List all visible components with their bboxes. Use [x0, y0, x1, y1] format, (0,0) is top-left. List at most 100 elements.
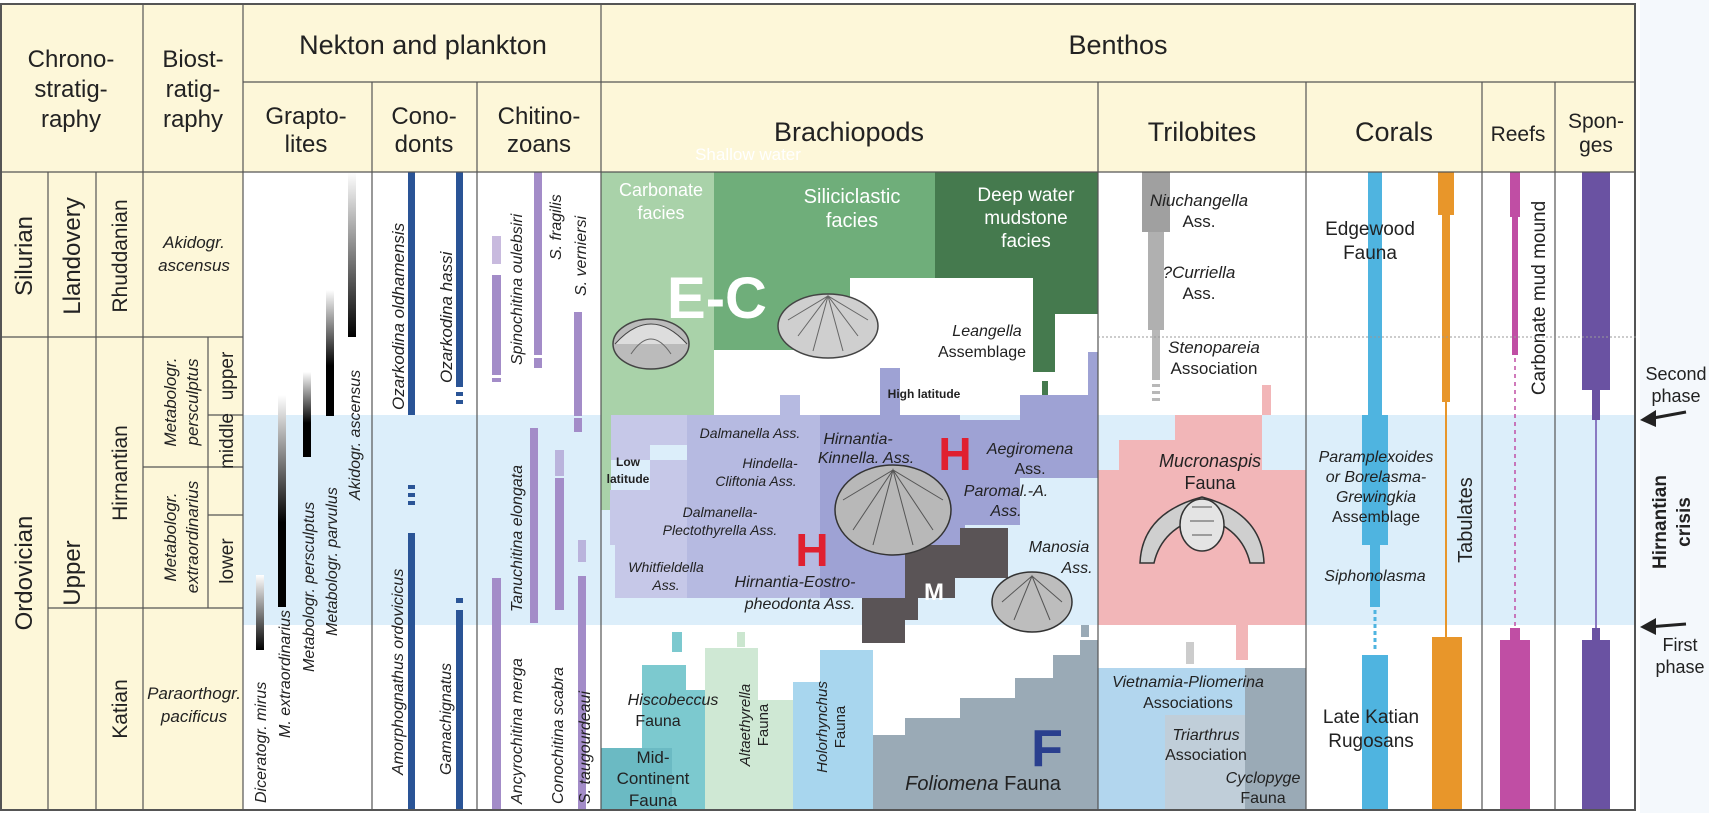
conodont-ranges [408, 172, 463, 810]
reef-upper-bar [1512, 217, 1518, 355]
ec-brachiopod-fossil [612, 318, 690, 370]
amorphognathus-dash-1 [408, 485, 415, 489]
tabulates-top-bar [1438, 172, 1454, 215]
tabulates-upper-bar [1442, 215, 1450, 402]
triarthrus-area [1165, 715, 1255, 810]
carbonate-mud-mound-label: Carbonate mud mound [1529, 201, 1550, 395]
chitinozoan-labels: Spinochitina oulebsiri S. fragilis S. ve… [509, 194, 594, 805]
spinochitina-oulebsiri-dashes [492, 236, 501, 264]
system-ordovician: Ordovician [11, 516, 38, 631]
stenopareia-bar [1152, 330, 1160, 380]
amorphognathus-dash-2 [408, 493, 415, 497]
niuchangella-bar [1142, 172, 1170, 232]
manosia-fossil [991, 571, 1073, 633]
reef-lower-bar [1500, 640, 1530, 810]
vietnamia-dash [1186, 642, 1194, 664]
reef-top-bar [1510, 172, 1520, 217]
s-fragilis-dash [534, 358, 542, 368]
metabologr-persculptus-range [303, 372, 311, 457]
deep-dash-1 [1042, 381, 1048, 395]
altaethyrella-label: AltaethyrellaFauna [737, 684, 772, 768]
stage-rhuddanian: Rhuddanian [109, 199, 132, 312]
f-label: F [1031, 720, 1063, 778]
stenopareia-dash-1 [1152, 384, 1160, 387]
m-label: M [924, 579, 944, 606]
holorhynchus-label: HolorhynchusFauna [814, 681, 849, 773]
zone-persculptus: Metabologr.persculptus [161, 357, 202, 446]
dalmanella-label: Dalmanella Ass. [700, 425, 801, 441]
hiscobeccus-dash [672, 632, 682, 652]
s-taugourdeaui-range [578, 576, 586, 810]
s-taugourdeaui-dashes [578, 540, 586, 562]
s-taugourdeaui-label: S. taugourdeaui [577, 691, 594, 804]
ancyrochitina-merga-label: Ancyrochitina merga [509, 658, 526, 805]
conochitina-scabra-dashes [555, 450, 564, 476]
akidogr-ascensus-label: Akidogr. ascensus [347, 370, 364, 501]
metabologr-parvulus-label: Metabologr. parvulus [324, 487, 341, 636]
conodont-labels: Ozarkodina oldhamensis Ozarkodina hassi … [389, 222, 456, 776]
holorhynchus-area [793, 650, 873, 810]
siliciclastic-facies-area [714, 172, 935, 350]
tabulates-lower-bar [1432, 637, 1462, 810]
low-latitude-strip [601, 415, 611, 510]
chitinozoans-header: Chitino-zoans [498, 103, 581, 158]
gamachignatus-dash [456, 598, 463, 603]
amorphognathus-dash-3 [408, 501, 415, 505]
chitinozoan-ranges [492, 172, 586, 810]
reefs-sponges-panel: Carbonate mud mound [1500, 172, 1610, 810]
spinochitina-oulebsiri-range [492, 275, 501, 375]
stage-hirnantian: Hirnantian [109, 425, 132, 521]
ozarkodina-oldhamensis-range [408, 172, 415, 415]
substage-middle: middle [217, 413, 238, 469]
stage-katian: Katian [109, 679, 132, 739]
s-fragilis-label: S. fragilis [548, 194, 565, 260]
gamachignatus-range [456, 610, 463, 810]
hirnantia-fossil [834, 464, 952, 556]
altaethyrella-area [705, 648, 793, 810]
zone-extraordinarius: Metabologr.extraordinarius [161, 480, 202, 593]
chronostratigraphy-header: Chrono-stratig-raphy [28, 46, 115, 133]
ozarkodina-oldhamensis-label: Ozarkodina oldhamensis [389, 222, 408, 410]
reef-notch [1510, 628, 1520, 640]
dalmanella-plectothyrella-label: Dalmanella-Plectothyrella Ass. [663, 504, 778, 538]
edgewood-bar [1368, 172, 1382, 415]
spinochitina-oulebsiri-low-dash [492, 378, 501, 382]
hirnantia-low-area [610, 415, 687, 598]
diceratogr-mirus-label: Diceratogr. mirus [253, 682, 270, 803]
akidogr-ascensus-range [348, 172, 356, 337]
mucronaspis-top [1262, 385, 1271, 415]
s-verniersi-range [574, 312, 582, 416]
chrono-text: Silurian Ordovician Llandovery Upper Rhu… [11, 197, 241, 738]
metabologr-parvulus-range [326, 290, 334, 416]
s-fragilis-range [534, 172, 542, 355]
spinochitina-oulebsiri-label: Spinochitina oulebsiri [509, 213, 526, 365]
graptolite-labels: Diceratogr. mirus M. extraordinarius Met… [253, 370, 364, 803]
series-upper: Upper [59, 540, 86, 605]
ancyrochitina-merga-range [492, 578, 501, 810]
hindella-label: Hindella-Cliftonia Ass. [715, 455, 798, 489]
ec-strophomenid-fossil [777, 293, 879, 359]
amorphognathus-ordovicicus-label: Amorphognathus ordovicicus [390, 569, 407, 776]
header-band [0, 4, 1636, 172]
tanuchitina-elongata-label: Tanuchitina elongata [509, 465, 526, 612]
conochitina-scabra-label: Conochitina scabra [550, 667, 567, 804]
midcontinent-area [601, 748, 672, 810]
biostratigraphy-header: Biost-ratig-raphy [162, 46, 223, 133]
sponge-upper-bar [1582, 172, 1610, 390]
